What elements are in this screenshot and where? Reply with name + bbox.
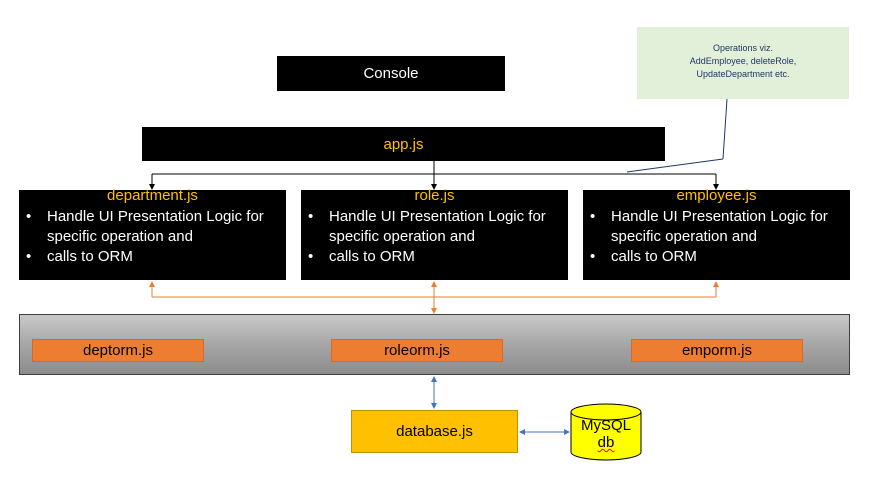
bullet-item: •calls to ORM — [308, 248, 415, 265]
note-line: Operations viz. — [712, 43, 774, 53]
module-title: employee.js — [676, 187, 757, 204]
note-line: UpdateDepartment etc. — [696, 69, 790, 79]
module-title: role.js — [414, 187, 455, 204]
bullet-text: Handle UI Presentation Logic for — [329, 208, 546, 225]
console-node: Console — [277, 56, 505, 91]
department-module: department.js •Handle UI Presentation Lo… — [19, 187, 286, 280]
roleorm-label: roleorm.js — [384, 342, 450, 359]
operations-note: Operations viz. AddEmployee, deleteRole,… — [637, 27, 849, 99]
note-callout-line — [626, 98, 728, 173]
bullet-continuation: specific operation and — [47, 228, 193, 245]
mysql-db-label: MySQL db — [572, 417, 640, 451]
app-to-modules-connector — [149, 161, 719, 190]
bullet-item: •calls to ORM — [26, 248, 133, 265]
database-node: database.js — [351, 410, 518, 453]
mysql-db-cylinder-icon — [570, 403, 642, 461]
emporm-node: emporm.js — [631, 339, 803, 362]
modules-to-orm-connector — [149, 281, 719, 314]
module-bullets: •Handle UI Presentation Logic for specif… — [301, 207, 546, 267]
roleorm-node: roleorm.js — [331, 339, 503, 362]
bullet-continuation: specific operation and — [611, 228, 757, 245]
module-bullets: •Handle UI Presentation Logic for specif… — [19, 207, 264, 267]
module-title: department.js — [107, 187, 198, 204]
mysql-label-line1: MySQL — [580, 417, 631, 434]
bullet-item: •Handle UI Presentation Logic for — [26, 208, 264, 225]
bullet-item: •calls to ORM — [590, 248, 697, 265]
bullet-continuation: specific operation and — [329, 228, 475, 245]
bullet-item: •Handle UI Presentation Logic for — [590, 208, 828, 225]
bullet-text: calls to ORM — [329, 248, 415, 265]
deptorm-node: deptorm.js — [32, 339, 204, 362]
console-label: Console — [363, 65, 419, 82]
bullet-item: •Handle UI Presentation Logic for — [308, 208, 546, 225]
emporm-label: emporm.js — [681, 342, 752, 359]
module-bullets: •Handle UI Presentation Logic for specif… — [583, 207, 828, 267]
note-line: AddEmployee, deleteRole, — [689, 56, 797, 66]
bullet-text: Handle UI Presentation Logic for — [47, 208, 264, 225]
bullet-text: calls to ORM — [611, 248, 697, 265]
database-label: database.js — [396, 423, 473, 440]
bullet-text: Handle UI Presentation Logic for — [611, 208, 828, 225]
app-label: app.js — [383, 135, 424, 153]
mysql-label-line2: db — [597, 434, 615, 451]
app-node: app.js — [142, 127, 665, 161]
bullet-text: calls to ORM — [47, 248, 133, 265]
role-module: role.js •Handle UI Presentation Logic fo… — [301, 187, 568, 280]
employee-module: employee.js •Handle UI Presentation Logi… — [583, 187, 850, 280]
deptorm-label: deptorm.js — [82, 342, 154, 359]
